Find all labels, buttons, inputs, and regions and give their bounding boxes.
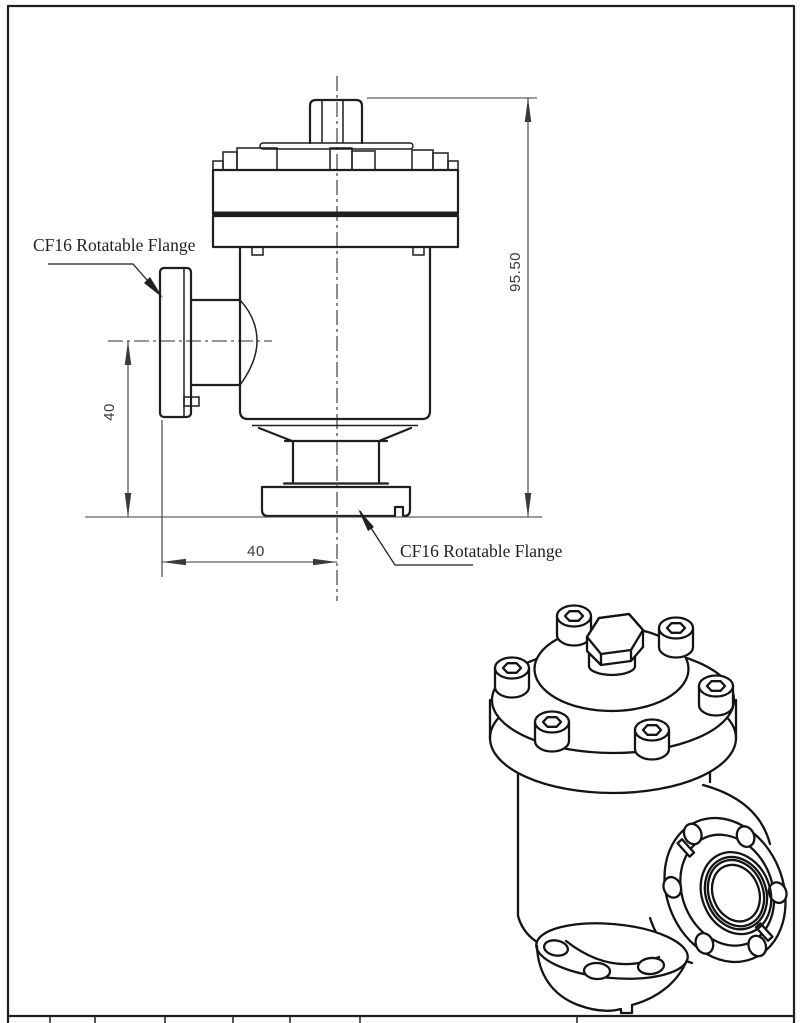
arrowhead-down (524, 493, 532, 517)
cf-bore-rings (699, 850, 773, 936)
arrowhead-left (162, 558, 186, 566)
dimension-port-offset: 40 (161, 420, 337, 577)
iso-bolt-hole (582, 961, 612, 981)
side-view: 95.50 40 40 CF16 Rotatable Flange CF16 R… (33, 76, 563, 601)
dimension-port-height: 40 (101, 341, 132, 517)
dim-95-50-text: 95.50 (507, 252, 524, 292)
socket-screw (533, 710, 571, 753)
dimension-overall-height: 95.50 (367, 97, 537, 517)
leader-arrowhead (358, 509, 374, 531)
valve-body (238, 245, 432, 485)
cf-bolt-hole (662, 875, 683, 899)
cf-bolt-hole (735, 825, 756, 848)
actuator-housing (211, 168, 460, 256)
title-block-dividers (49, 1016, 578, 1023)
arrowhead-up (524, 98, 532, 122)
side-flange-label: CF16 Rotatable Flange (33, 235, 196, 255)
border-frame (6, 4, 796, 1023)
drawing-border (6, 4, 796, 1023)
iso-bolt-hole (542, 939, 570, 957)
actuator-hex-head (308, 98, 364, 145)
nut-facet-lines (599, 648, 633, 667)
cf-flange-tab (676, 838, 696, 858)
arrowhead-up (124, 341, 132, 365)
socket-screw (493, 656, 531, 699)
cf-bolt-hole (694, 932, 715, 955)
side-flange (158, 266, 258, 419)
iso-view (488, 604, 788, 1015)
port-tube (189, 298, 242, 387)
iso-side-cf-flange (662, 816, 788, 964)
cf-bolt-hole (747, 934, 768, 958)
arrowhead-down (124, 493, 132, 517)
dim-40-vertical-text: 40 (101, 403, 118, 421)
body-neck (282, 439, 390, 485)
bottom-flange (260, 485, 412, 518)
leader-arrowhead (144, 277, 163, 298)
actuator-bolts (212, 142, 459, 171)
cf-bolt-hole (682, 822, 703, 846)
flange-groove (183, 396, 200, 407)
iso-socket-screws (493, 604, 735, 761)
bottom-flange-label: CF16 Rotatable Flange (400, 541, 563, 561)
port-bore-arc (239, 299, 258, 386)
socket-screw (633, 718, 671, 761)
iso-bolt-hole (636, 956, 666, 976)
leader-side-flange: CF16 Rotatable Flange (33, 235, 196, 298)
iso-bottom-flange (535, 922, 689, 1015)
body-taper (257, 426, 413, 443)
socket-screw (657, 616, 695, 659)
arrowhead-right (313, 558, 337, 566)
socket-screw (555, 604, 593, 647)
cf-bolt-hole (767, 881, 788, 905)
iso-bottom-flange-rim (535, 944, 689, 1015)
leader-bottom-flange: CF16 Rotatable Flange (358, 509, 563, 566)
socket-screw (697, 674, 735, 717)
dim-40-horizontal-text: 40 (247, 543, 265, 560)
iso-hex-nut (585, 612, 645, 677)
